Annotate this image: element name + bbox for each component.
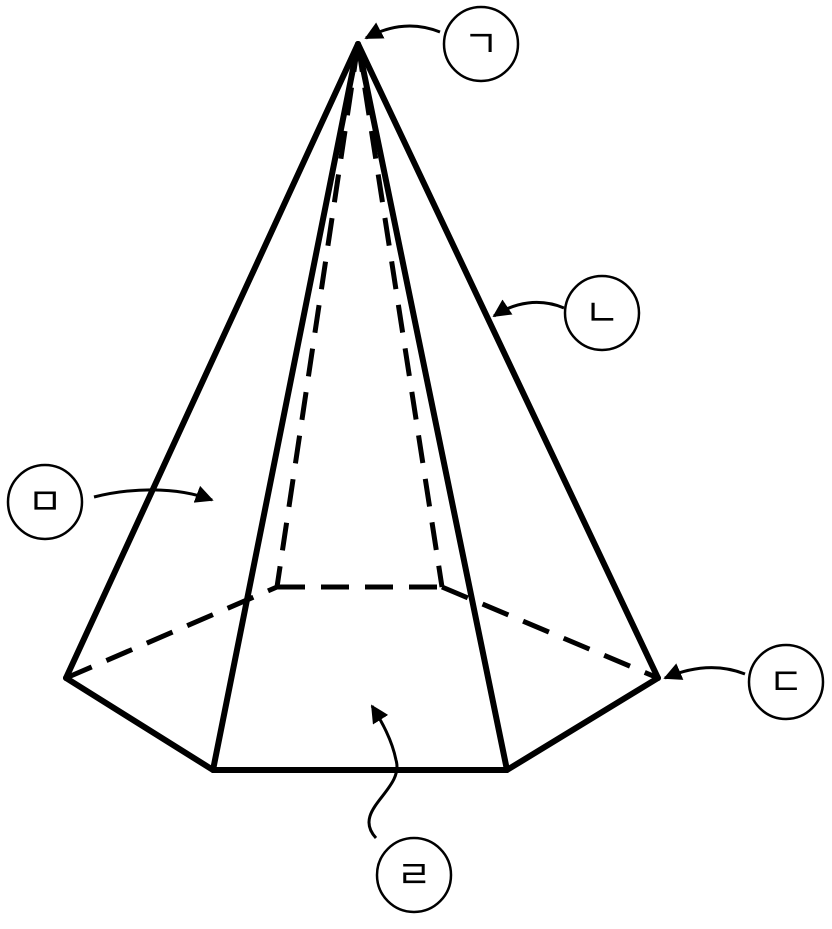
hidden-base-edge-left [65,584,278,681]
label-apex-text: ㄱ [464,22,499,66]
lateral-face-arrow [93,485,214,503]
label-lateral-edge-circle [563,274,641,352]
label-base-face: ㄹ [375,836,453,914]
base-face-arrow [367,704,399,840]
label-apex-circle [442,5,520,83]
base-front-edges [63,675,661,773]
label-base-vertex-text: ㄷ [769,660,804,704]
visible-edges [63,41,661,773]
lateral-edge-front-left [210,41,361,773]
label-lateral-face-circle [6,463,84,541]
hidden-base-edge-right [441,584,659,681]
label-base-face-circle [375,836,453,914]
label-lateral-face-text: ㅁ [28,480,63,524]
leader-arrows [93,22,746,840]
label-apex: ㄱ [442,5,520,83]
lateral-edge-right [355,41,661,681]
label-lateral-edge: ㄴ [563,274,641,352]
label-base-vertex: ㄷ [747,643,825,721]
apex-arrow [364,22,441,40]
lateral-edge-left [63,41,361,681]
hidden-lateral-edge-back-right [355,43,445,588]
lateral-edge-front-right [355,41,510,773]
hidden-lateral-edge-back-left [274,43,361,588]
hidden-edges [65,43,659,681]
label-base-vertex-circle [747,643,825,721]
label-base-face-text: ㄹ [397,853,432,897]
lateral-edge-arrow [492,299,565,318]
base-vertex-arrow [663,663,746,680]
label-lateral-edge-text: ㄴ [585,291,620,335]
label-lateral-face: ㅁ [6,463,84,541]
